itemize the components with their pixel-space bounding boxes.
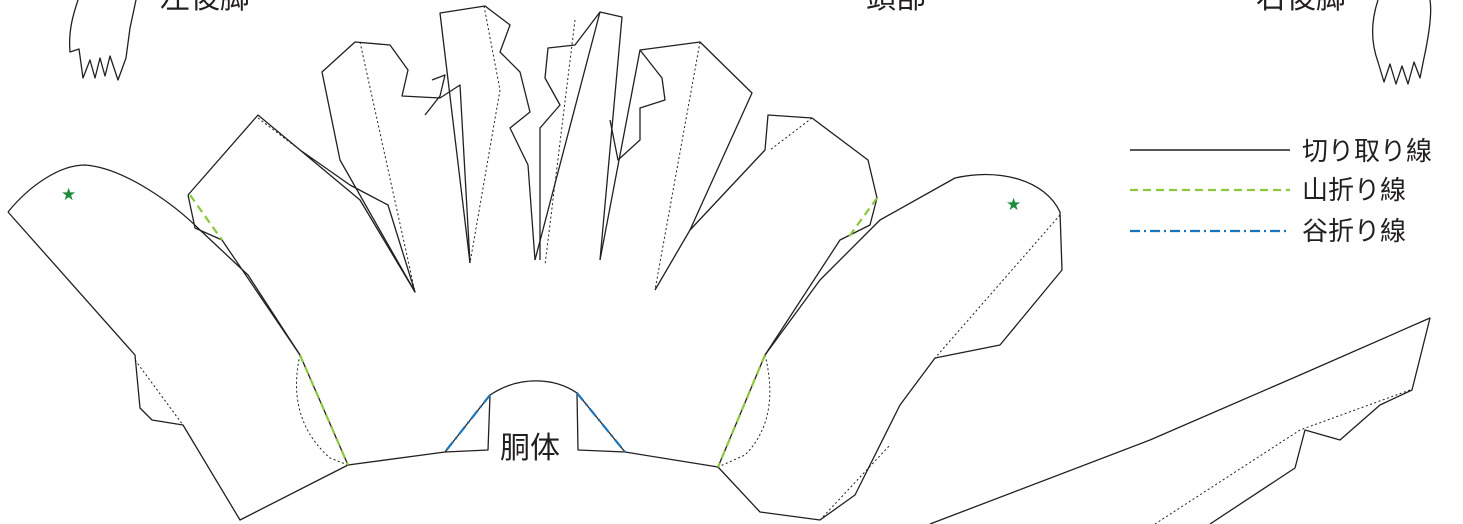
tail-strip-outline bbox=[929, 317, 1431, 524]
torso-piece: ★ ★ 胴体 bbox=[7, 114, 1063, 521]
mountain-fold-left-shoulder bbox=[189, 194, 223, 241]
torso-label: 胴体 bbox=[500, 431, 560, 466]
legend-valley-fold-label: 谷折り線 bbox=[1302, 217, 1406, 247]
head-strip-right-center bbox=[534, 11, 623, 261]
star-marker-right: ★ bbox=[1006, 195, 1021, 215]
tail-strip-piece bbox=[929, 317, 1431, 524]
valley-fold-left bbox=[444, 394, 491, 453]
right-hind-leg-piece: 右後脚 bbox=[1256, 0, 1432, 85]
left-hind-leg-label: 左後脚 bbox=[160, 0, 250, 16]
legend-mountain-fold-label: 山折り線 bbox=[1302, 176, 1406, 206]
left-hind-leg-piece: 左後脚 bbox=[68, 0, 250, 81]
mountain-fold-left-hip bbox=[298, 354, 350, 466]
head-label: 頭部 bbox=[866, 0, 926, 16]
torso-outline bbox=[7, 164, 1063, 521]
mountain-fold-right-shoulder bbox=[847, 197, 878, 239]
head-strip-left-center bbox=[439, 5, 536, 264]
valley-fold-right bbox=[576, 392, 626, 453]
star-marker-left: ★ bbox=[61, 185, 76, 205]
torso-left-lower-outline bbox=[7, 211, 349, 521]
head-fan-strips bbox=[321, 5, 753, 293]
left-hind-paw-outline bbox=[68, 0, 137, 81]
right-shoulder-flap bbox=[689, 114, 878, 231]
mountain-fold-right-hip bbox=[716, 354, 767, 468]
head-strip-right-inner bbox=[599, 41, 753, 291]
right-hind-paw-outline bbox=[1372, 0, 1432, 85]
left-shoulder-flap bbox=[187, 114, 416, 293]
right-hind-leg-label: 右後脚 bbox=[1256, 0, 1346, 16]
legend: 切り取り線 山折り線 谷折り線 bbox=[1130, 137, 1432, 247]
legend-cut-line-label: 切り取り線 bbox=[1302, 137, 1432, 167]
